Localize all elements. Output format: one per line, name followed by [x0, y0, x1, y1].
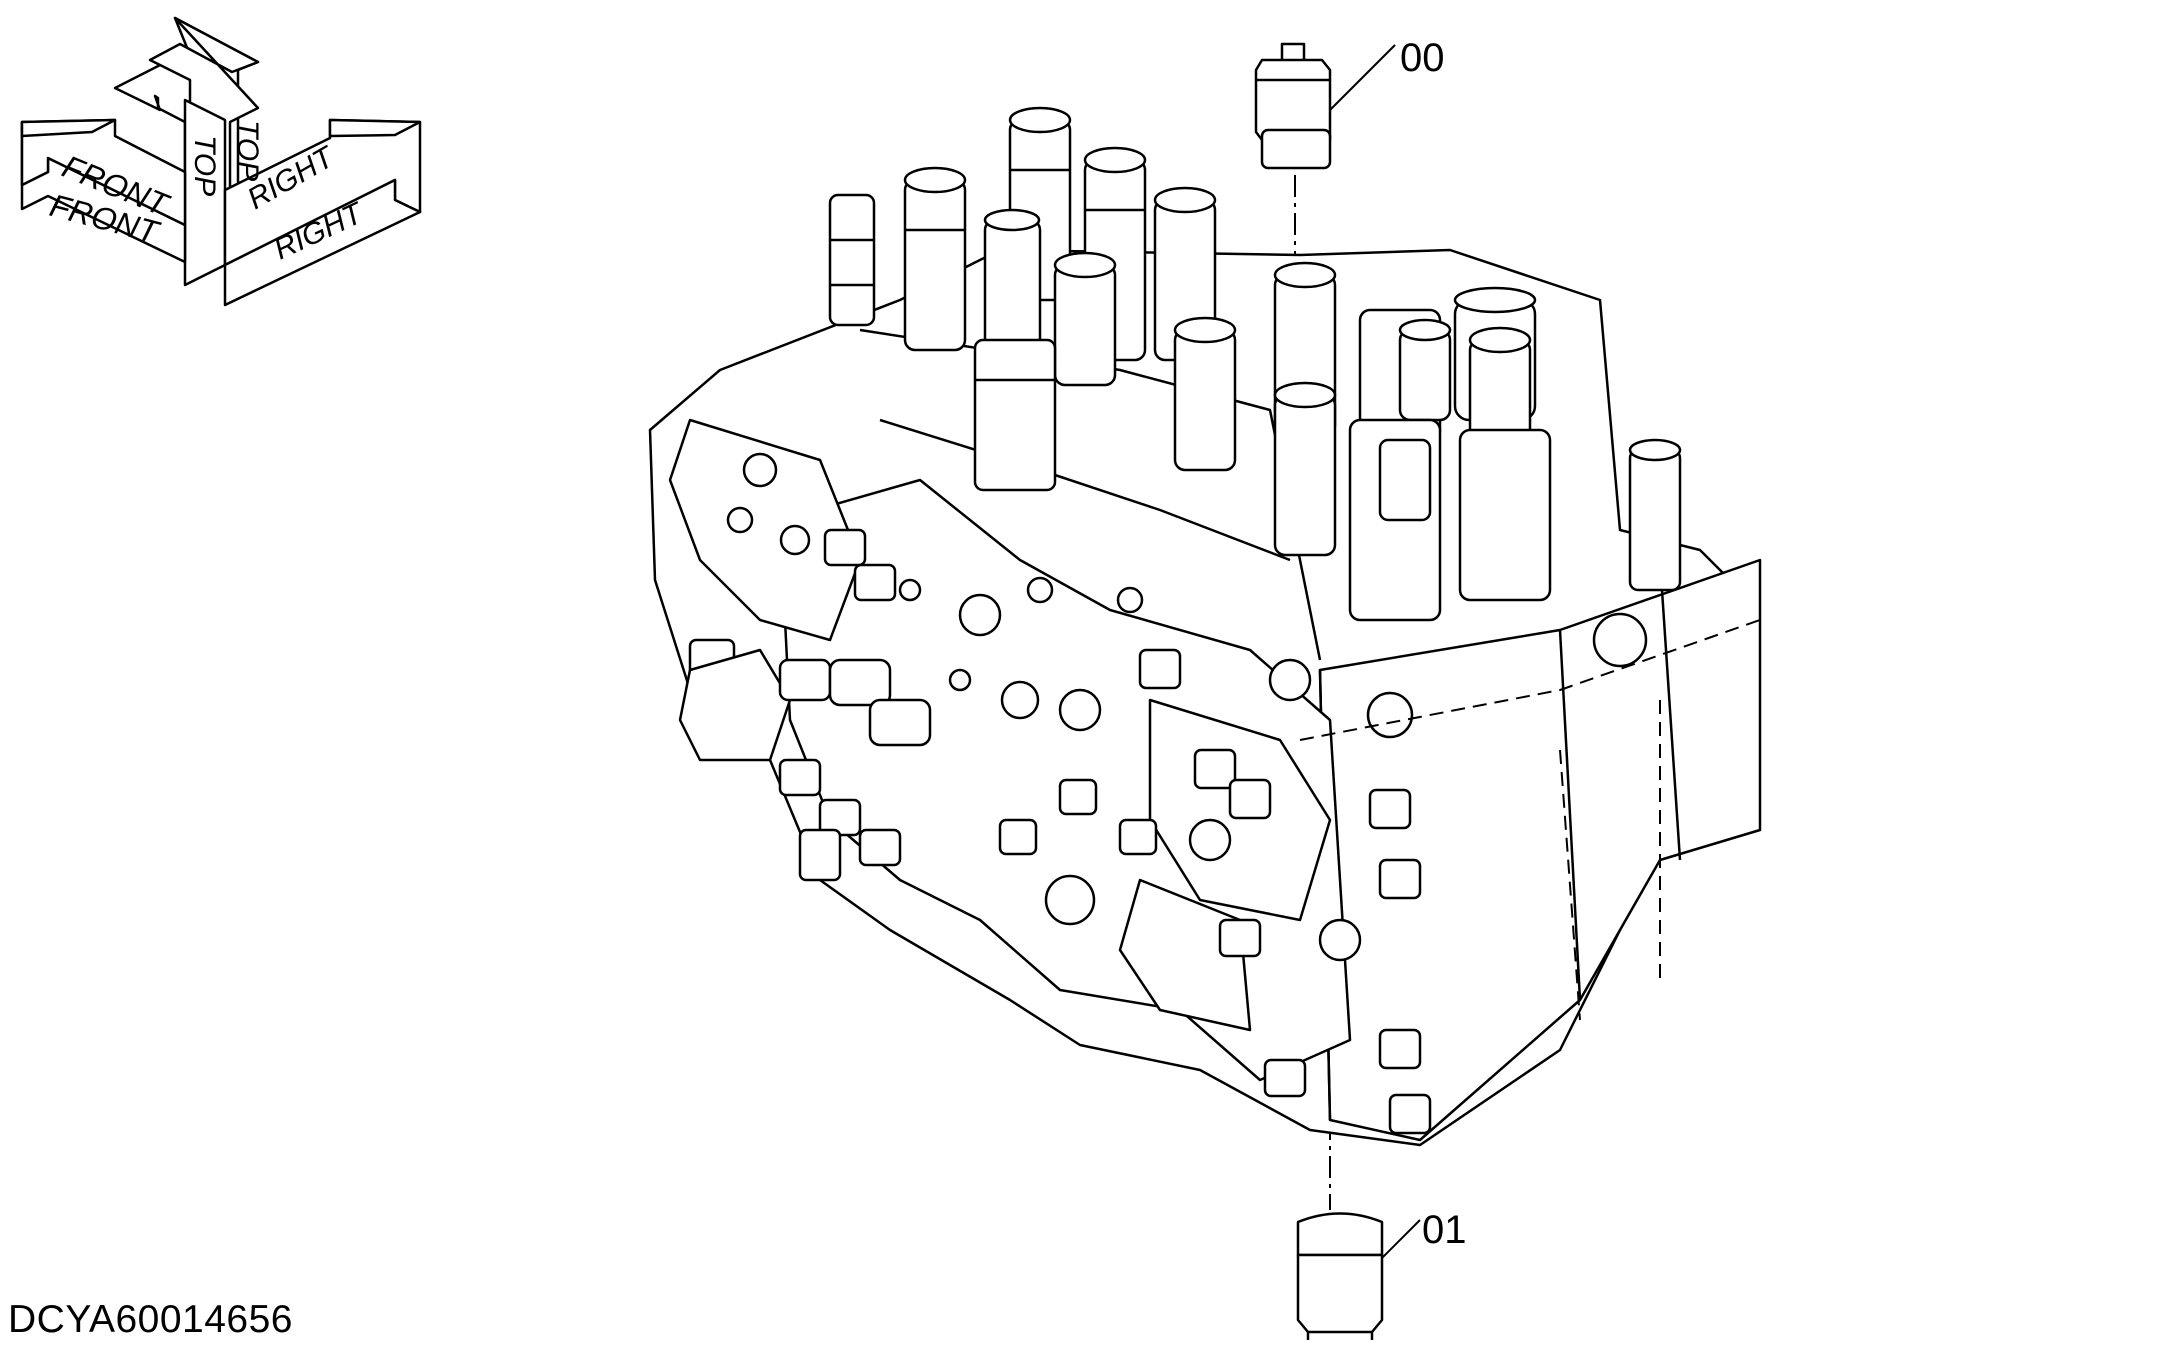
- top-arrow-icon: [113, 16, 260, 287]
- hidden-lines: [1299, 619, 1761, 1021]
- top-label-right: TOP: [231, 120, 264, 181]
- solenoid-valves: [828, 106, 1682, 622]
- callout-00: 00: [1400, 36, 1445, 80]
- document-id: DCYA60014656: [8, 1298, 293, 1341]
- fitting-cluster-left: [678, 648, 932, 882]
- front-arrow-icon: [20, 118, 187, 264]
- port-holes: [726, 452, 1648, 962]
- part-01-plug-icon: [1296, 1212, 1384, 1340]
- orientation-arrows: [20, 16, 422, 307]
- callout-01: 01: [1422, 1208, 1467, 1252]
- bolt-heads: [688, 528, 1432, 1135]
- control-valve-assembly: [648, 106, 1762, 1147]
- right-arrow-icon: [223, 118, 422, 307]
- top-label-left: TOP: [188, 135, 221, 196]
- part-00-plug-icon: [1254, 42, 1332, 170]
